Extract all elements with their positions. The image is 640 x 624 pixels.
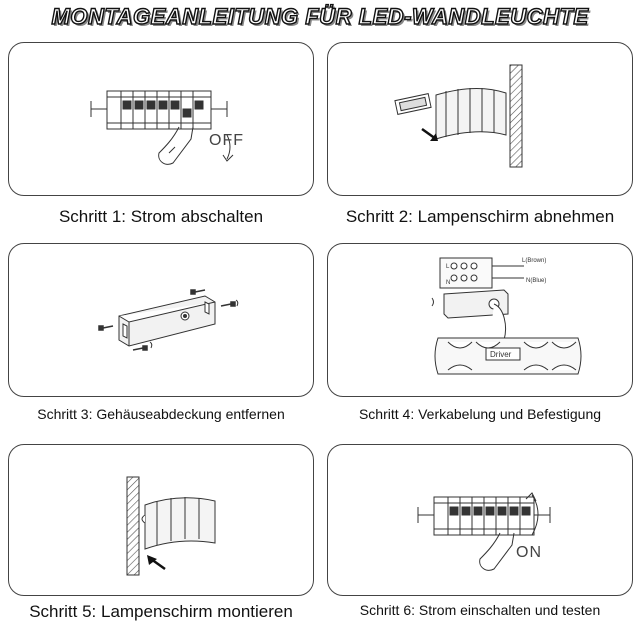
step-6-caption: Schritt 6: Strom einschalten und testen bbox=[359, 602, 601, 618]
step-2-panel bbox=[327, 42, 633, 196]
step-5-panel bbox=[8, 444, 314, 596]
step-1-caption: Schritt 1: Strom abschalten bbox=[58, 207, 264, 226]
switch-state-label: ON bbox=[516, 544, 542, 561]
step-4-caption: Schritt 4: Verkabelung und Befestigung bbox=[358, 406, 602, 422]
page-title: MONTAGEANLEITUNG FÜR LED-WANDLEUCHTE bbox=[51, 3, 589, 29]
breaker-on-illustration: ON bbox=[417, 492, 551, 571]
switch-state-label: OFF bbox=[209, 132, 244, 149]
terminal-l-label: L bbox=[446, 264, 450, 270]
step-3-panel bbox=[8, 243, 314, 397]
remove-shade-illustration bbox=[394, 64, 523, 168]
mount-shade-illustration bbox=[126, 476, 216, 576]
step-1-panel: OFF bbox=[8, 42, 314, 196]
breaker-off-illustration: OFF bbox=[90, 90, 244, 165]
step-5-caption: Schritt 5: Lampenschirm montieren bbox=[29, 602, 293, 621]
wire-brown-label: L(Brown) bbox=[522, 258, 546, 264]
step-4-panel: L(Brown) N(Blue) L N Driver bbox=[327, 243, 633, 397]
step-2-caption: Schritt 2: Lampenschirm abnehmen bbox=[345, 207, 615, 226]
wire-blue-label: N(Blue) bbox=[526, 278, 546, 284]
driver-label: Driver bbox=[490, 350, 512, 359]
step-3-caption: Schritt 3: Gehäuseabdeckung entfernen bbox=[37, 406, 285, 422]
step-6-panel: ON bbox=[327, 444, 633, 596]
remove-cover-illustration bbox=[98, 289, 239, 351]
wiring-illustration: L(Brown) N(Blue) L N Driver bbox=[431, 257, 582, 375]
terminal-n-label: N bbox=[446, 280, 450, 286]
